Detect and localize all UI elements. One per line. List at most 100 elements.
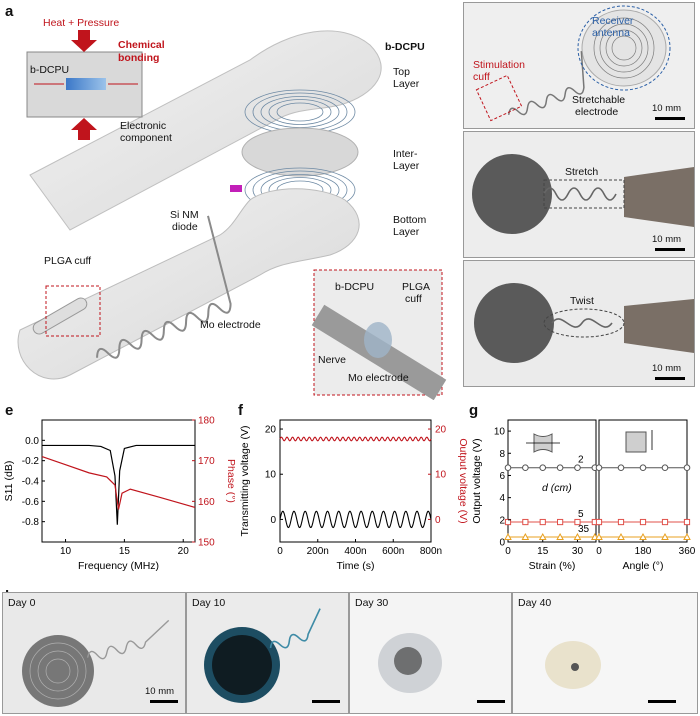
chart-f-ytick-label-2: 20 [265,425,277,436]
chart-g-point-0-1-1 [522,518,529,526]
scale-d-label: 10 mm [652,363,682,374]
si-diode-label-2: diode [172,221,198,233]
chart-e-ytick-label-2: -0.4 [22,477,40,488]
chart-g-ytick-label-1: 2 [499,515,505,526]
top-layer-label-2: Layer [393,78,420,90]
stretchable-label-2: electrode [575,106,619,118]
chart-f-xtick-label-3: 600n [382,546,404,557]
chart-f-y2tick-label-1: 10 [435,470,447,481]
device-exploded-view [17,30,447,401]
chart-g-ytick-label-4: 8 [499,449,505,460]
day10-core [212,635,272,695]
chart-g-point-1-1-2 [639,518,647,526]
photo-c-clamp-right [624,167,694,227]
chart-e-ytick-label-3: -0.6 [22,497,40,508]
stimulation-label-2: cuff [473,71,490,83]
chart-g-xtick-label-0-0: 0 [505,546,511,557]
chart-g-point-1-1-4 [683,518,691,526]
scale-h-label: 10 mm [145,686,175,697]
top-layer-shape [29,30,382,231]
chart-g-point-1-0-2 [639,464,647,471]
chart-f-y2tick-label-2: 20 [435,425,447,436]
photo-b [463,2,695,129]
chart-g-point-0-0-2 [539,464,547,471]
photo-d-twist-outline [543,308,625,338]
chart-g-ylabel: Output voltage (V) [471,438,483,523]
bottom-layer-label-1: Bottom [393,214,427,226]
inset-bdcpu-label: b-DCPU [30,64,70,76]
scale-h-bar-day0 [150,700,178,703]
si-diode-shape [230,185,242,192]
chart-e-xtick-label-0: 10 [60,546,72,557]
photo-h-day40 [512,592,698,714]
twist-icon-shape [625,431,647,453]
chart-e-y2tick-label-0: 150 [198,538,215,549]
electronic-label-1: Electronic [120,120,167,132]
chart-f-xtick-label-0: 0 [277,546,283,557]
chart-g-ytick-label-2: 4 [499,493,505,504]
bottom-layer-label-2: Layer [393,226,420,238]
inset-nerve-label: Nerve [318,354,347,366]
inset-mo-label: Mo electrode [348,372,409,384]
si-diode-label-1: Si NM [170,209,199,221]
scale-b-label: 10 mm [652,103,682,114]
receiver-label-2: antenna [592,27,630,39]
photo-c [463,131,695,258]
chart-g-point-0-2-3 [556,532,564,541]
chart-e-series-1 [41,456,196,510]
chart-g-point-1-0-3 [661,464,669,471]
photo-b-device-body [581,9,667,87]
chart-f-ytick-label-1: 10 [265,470,277,481]
chart-g-point-1-1-1 [617,518,625,526]
photo-h-day0 [2,592,186,714]
chart-g-xtick-label-1-2: 360 [679,546,696,557]
stimulation-label-1: Stimulation [473,59,525,71]
pressure-arrow-up [71,118,97,140]
chart-g-point-0-0-4 [574,464,581,471]
chart-g-point-0-0-3 [556,464,564,471]
chart-g-series-label-0: 2 [578,455,584,466]
photo-b-cuff-box [475,74,523,122]
chart-g-point-0-2-0 [504,532,512,541]
chart-g-series-label-2: 35 [578,524,590,535]
chart-g-xtick-label-0-1: 15 [537,546,549,557]
chart-g-point-0-2-2 [538,532,547,541]
chart-f-xtick-label-4: 800n [420,546,442,557]
chart-g-xtick-label-1-0: 0 [596,546,602,557]
chart-g-point-1-0-4 [683,464,691,471]
chart-e-xlabel: Frequency (MHz) [78,560,159,572]
strain-icon [526,433,560,453]
chart-g-point-0-1-2 [539,518,546,526]
scale-b-bar [655,117,685,120]
chart-g-point-1-2-1 [617,532,625,541]
inter-layer-label-2: Layer [393,160,420,172]
photo-h-day30 [349,592,512,714]
chart-f-xtick-label-1: 200n [307,546,329,557]
electronic-label-2: component [120,132,172,144]
photo-b-antenna-outline [577,5,671,91]
chart-g-point-1-0-0 [595,464,603,471]
chart-g-legend-title: d (cm) [542,482,572,494]
chart-g-ytick-label-0: 0 [499,538,505,549]
day10-serpentine [269,608,321,649]
stretchable-label-1: Stretchable [572,94,626,106]
chart-f-y2tick-label-0: 0 [435,515,441,526]
chart-g-xlabel-0: Strain (%) [529,560,576,572]
chemical-bonding-label-2: bonding [118,52,160,64]
panel-a-schematic [0,0,460,401]
twist-label: Twist [570,295,594,307]
chart-e-ytick-label-0: 0.0 [25,436,39,447]
chart-g-ytick-label-5: 10 [494,427,506,438]
panel-label-a: a [5,3,14,20]
inset-plga-label-2: cuff [405,293,422,305]
panel-label-f: f [238,402,243,419]
chart-e-y2tick-label-3: 180 [198,416,215,427]
scale-h-bar-day30 [477,700,505,703]
day0-serpentine [86,619,170,660]
chart-g-point-1-2-3 [661,532,669,541]
chart-e-ytick-label-4: -0.8 [22,517,40,528]
chart-f-y2label: Output voltage (V) [457,438,468,523]
